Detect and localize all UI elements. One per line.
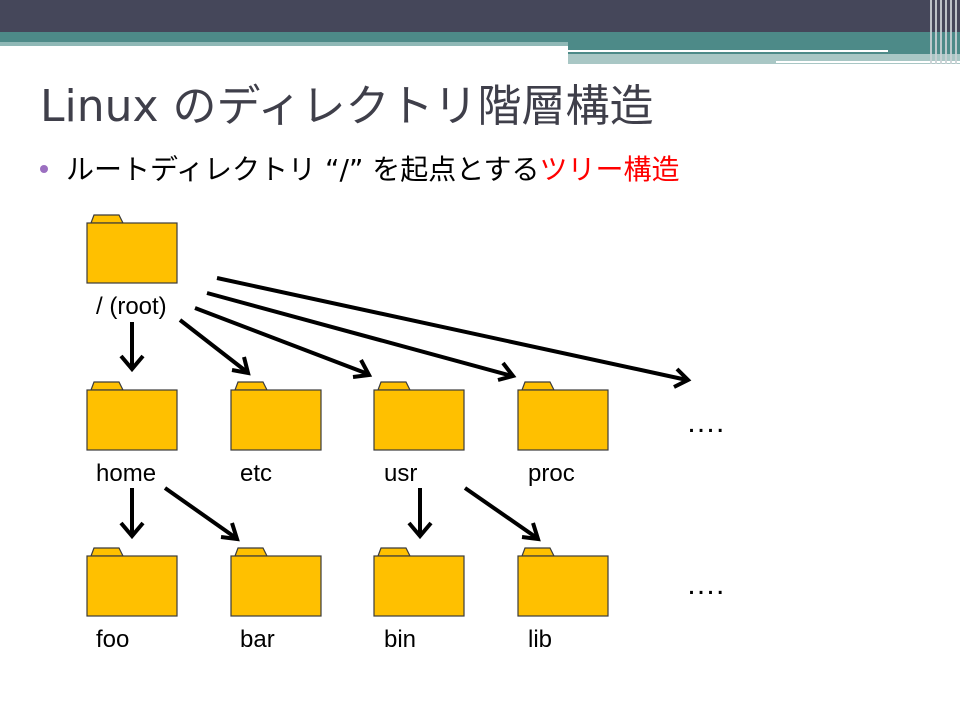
header-bar-light: [568, 54, 960, 64]
folder-icon-root: [86, 214, 178, 284]
header-bar-dark: [0, 0, 960, 32]
folder-icon-home: [86, 381, 178, 451]
header-white-line-2: [776, 61, 960, 63]
folder-icon-lib: [517, 547, 609, 617]
bullet-text: ルートディレクトリ “/” を起点とする: [66, 153, 540, 186]
bullet-dot-icon: [40, 165, 48, 173]
slide-title: Linux のディレクトリ階層構造: [40, 81, 654, 132]
folder-icon-bin: [373, 547, 465, 617]
edge-root-proc: [206, 291, 517, 382]
bullet-highlight: ツリー構造: [539, 153, 680, 186]
header-bar-teal-thin: [0, 42, 568, 46]
more-level1-ellipsis: ….: [686, 406, 724, 439]
header-bar-teal: [0, 32, 960, 42]
edge-usr-lib: [463, 486, 541, 542]
edge-root-etc: [178, 318, 251, 376]
node-label-bin: bin: [384, 626, 416, 653]
node-label-home: home: [96, 460, 156, 487]
folder-icon-bar: [230, 547, 322, 617]
header-white-line: [568, 50, 888, 52]
more-level2-ellipsis: ….: [686, 568, 724, 601]
bullet-item: ルートディレクトリ “/” を起点とするツリー構造: [40, 148, 679, 188]
folder-icon-foo: [86, 547, 178, 617]
folder-icon-etc: [230, 381, 322, 451]
edge-root-more: [216, 276, 692, 389]
folder-icon-proc: [517, 381, 609, 451]
node-label-foo: foo: [96, 626, 129, 653]
edge-home-foo: [119, 488, 145, 540]
header-stripes: [930, 0, 960, 64]
edge-root-home: [119, 322, 145, 373]
node-label-usr: usr: [384, 460, 417, 487]
node-label-lib: lib: [528, 626, 552, 653]
node-label-bar: bar: [240, 626, 275, 653]
node-label-etc: etc: [240, 460, 272, 487]
edge-home-bar: [163, 486, 240, 542]
edge-usr-bin: [407, 488, 433, 540]
edge-root-usr: [194, 306, 373, 379]
node-label-proc: proc: [528, 460, 575, 487]
folder-icon-usr: [373, 381, 465, 451]
node-label-root: / (root): [96, 293, 167, 320]
